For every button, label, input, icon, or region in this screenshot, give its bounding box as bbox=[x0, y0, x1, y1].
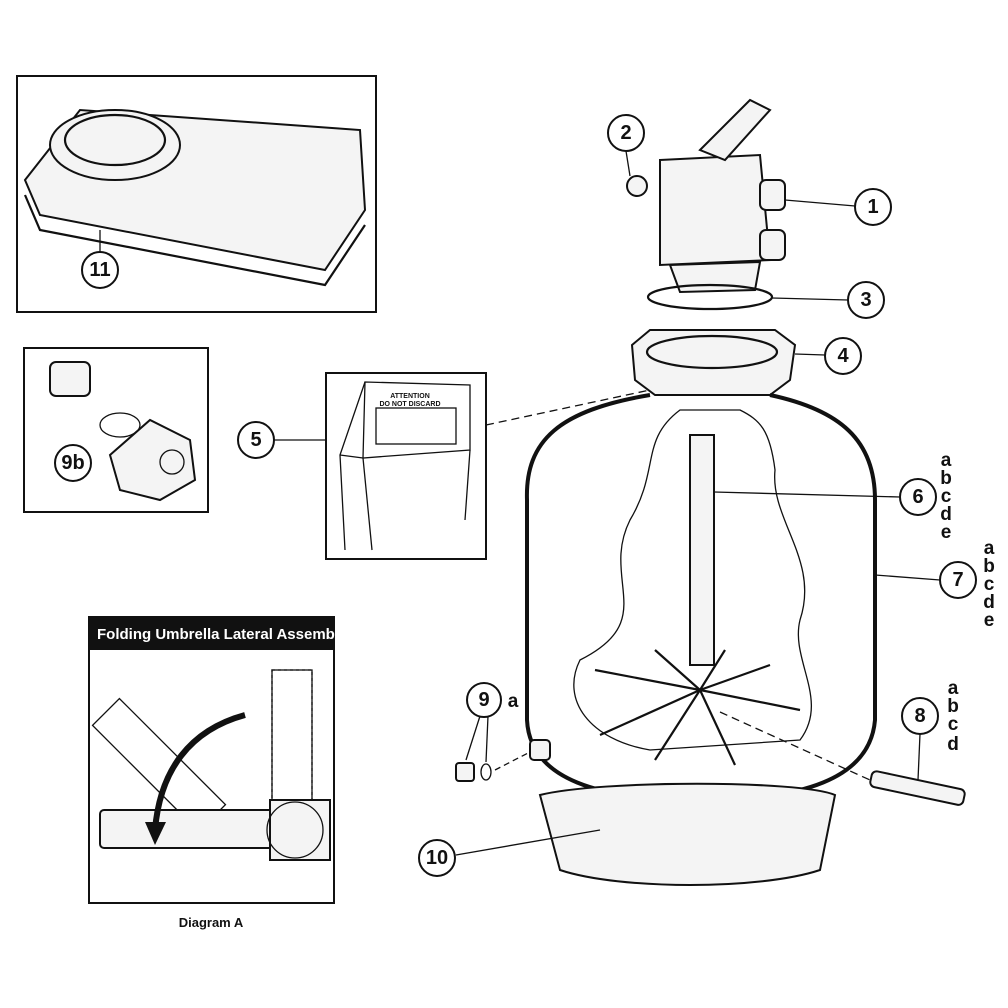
part-7-variants: a b c d e bbox=[983, 538, 995, 631]
svg-text:c: c bbox=[948, 714, 959, 735]
callout-9b bbox=[54, 444, 92, 482]
lid-cover-illustration bbox=[23, 108, 367, 287]
callout-1 bbox=[854, 188, 892, 226]
callout-3 bbox=[847, 281, 885, 319]
part-5-box bbox=[325, 372, 487, 560]
callout-1-label: 1 bbox=[867, 196, 878, 218]
multiport-valve-illustration bbox=[626, 98, 786, 294]
callout-4 bbox=[824, 337, 862, 375]
svg-text:d: d bbox=[940, 504, 952, 525]
lateral-illustration bbox=[869, 770, 966, 806]
callout-11 bbox=[81, 251, 119, 289]
callout-10-label: 10 bbox=[426, 847, 448, 869]
svg-text:d: d bbox=[983, 592, 995, 613]
svg-text:e: e bbox=[941, 522, 952, 543]
part-9-variant: a bbox=[508, 691, 519, 712]
drain-plug-illustration bbox=[455, 762, 475, 782]
callout-8 bbox=[901, 697, 939, 735]
callout-7-label: 7 bbox=[952, 569, 963, 591]
svg-text:d: d bbox=[947, 734, 959, 755]
svg-text:a: a bbox=[984, 538, 995, 559]
diagram-a-title-bar bbox=[89, 617, 334, 650]
svg-text:a: a bbox=[941, 450, 952, 471]
part-6-variants: a b c d e bbox=[940, 450, 952, 543]
callout-8-label: 8 bbox=[914, 705, 925, 727]
callout-2 bbox=[607, 114, 645, 152]
drain-cap-illustration bbox=[49, 361, 197, 502]
warning-sign-illustration: ATTENTION DO NOT DISCARD bbox=[339, 381, 471, 551]
sign-do-not-discard: DO NOT DISCARD bbox=[379, 401, 440, 408]
part-8-variants: a b c d bbox=[947, 678, 959, 755]
closure-clamp-illustration bbox=[630, 329, 797, 396]
svg-text:c: c bbox=[984, 574, 995, 595]
filter-tank-illustration bbox=[524, 393, 877, 886]
callout-5 bbox=[237, 421, 275, 459]
svg-text:b: b bbox=[947, 696, 959, 717]
callout-2-label: 2 bbox=[620, 122, 631, 144]
svg-text:a: a bbox=[948, 678, 959, 699]
diagram-a-title: Folding Umbrella Lateral Assembly bbox=[97, 626, 348, 643]
svg-text:e: e bbox=[984, 610, 995, 631]
callout-5-label: 5 bbox=[250, 429, 261, 451]
callout-9 bbox=[466, 682, 502, 718]
svg-text:b: b bbox=[983, 556, 995, 577]
callout-10 bbox=[418, 839, 456, 877]
sign-attention: ATTENTION bbox=[390, 393, 430, 400]
callout-11-label: 11 bbox=[89, 259, 110, 281]
svg-text:c: c bbox=[941, 486, 952, 507]
diagram-a-caption: Diagram A bbox=[179, 915, 244, 930]
svg-text:b: b bbox=[940, 468, 952, 489]
callout-6-label: 6 bbox=[912, 486, 923, 508]
callout-3-label: 3 bbox=[860, 289, 871, 311]
callout-9-label: 9 bbox=[478, 689, 489, 711]
callout-9b-label: 9b bbox=[61, 452, 84, 474]
umbrella-lateral-illustration bbox=[91, 669, 331, 861]
callout-4-label: 4 bbox=[837, 345, 849, 367]
callout-6 bbox=[899, 478, 937, 516]
callout-7 bbox=[939, 561, 977, 599]
o-ring-illustration bbox=[646, 283, 774, 311]
